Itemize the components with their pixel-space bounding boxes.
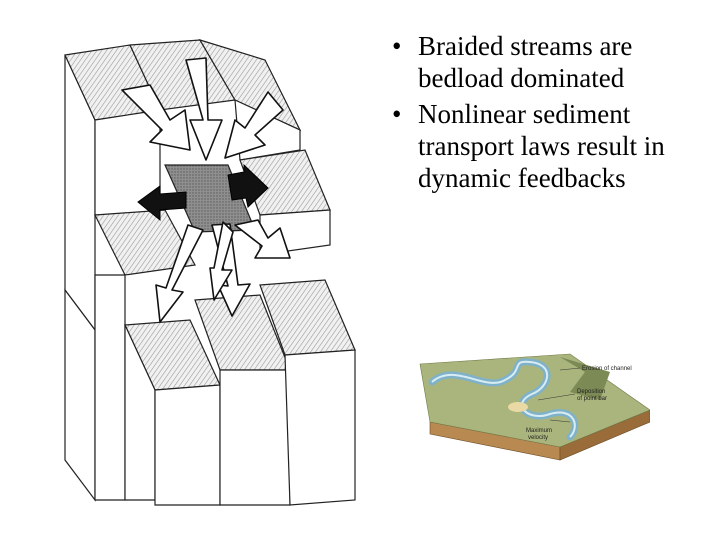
bullet-item: • Braided streams are bedload dominated bbox=[392, 30, 712, 94]
sediment-arrow-out bbox=[209, 221, 234, 301]
sediment-arrow-in bbox=[224, 91, 284, 159]
bullet-text: Nonlinear sediment transport laws result… bbox=[418, 99, 665, 193]
bullet-list: • Braided streams are bedload dominated … bbox=[392, 30, 712, 198]
bullet-symbol: • bbox=[392, 99, 402, 129]
bullet-item: • Nonlinear sediment transport laws resu… bbox=[392, 98, 712, 194]
sediment-arrow-out bbox=[234, 219, 291, 259]
sediment-arrow-in bbox=[185, 57, 223, 161]
sediment-arrow-in bbox=[121, 84, 191, 151]
block-face bbox=[284, 349, 356, 506]
sediment-arrow-out-dark bbox=[137, 185, 187, 222]
meander-inset-illustration: Erosion of channel Deposition of point b… bbox=[419, 353, 650, 461]
sediment-arrow-in-dark bbox=[227, 163, 269, 208]
block-face bbox=[219, 369, 291, 506]
braided-stream-block-diagram bbox=[64, 38, 356, 506]
block-face bbox=[94, 274, 126, 501]
bullet-symbol: • bbox=[392, 31, 402, 61]
inset-label-erosion: Erosion of channel bbox=[582, 366, 632, 372]
block-face bbox=[154, 384, 221, 506]
inset-river-highlight bbox=[431, 360, 576, 438]
inset-land-shade bbox=[560, 357, 610, 400]
inset-label-deposition-2: of point bar bbox=[577, 396, 607, 402]
bullet-text: Braided streams are bedload dominated bbox=[418, 31, 633, 93]
inset-label-velocity-2: velocity bbox=[528, 435, 548, 441]
sediment-arrow-out bbox=[155, 224, 204, 323]
inset-label-deposition: Deposition bbox=[577, 389, 605, 395]
block-top bbox=[94, 209, 196, 276]
inset-label-velocity: Maximum bbox=[526, 428, 552, 434]
inset-point-bar bbox=[508, 402, 528, 412]
